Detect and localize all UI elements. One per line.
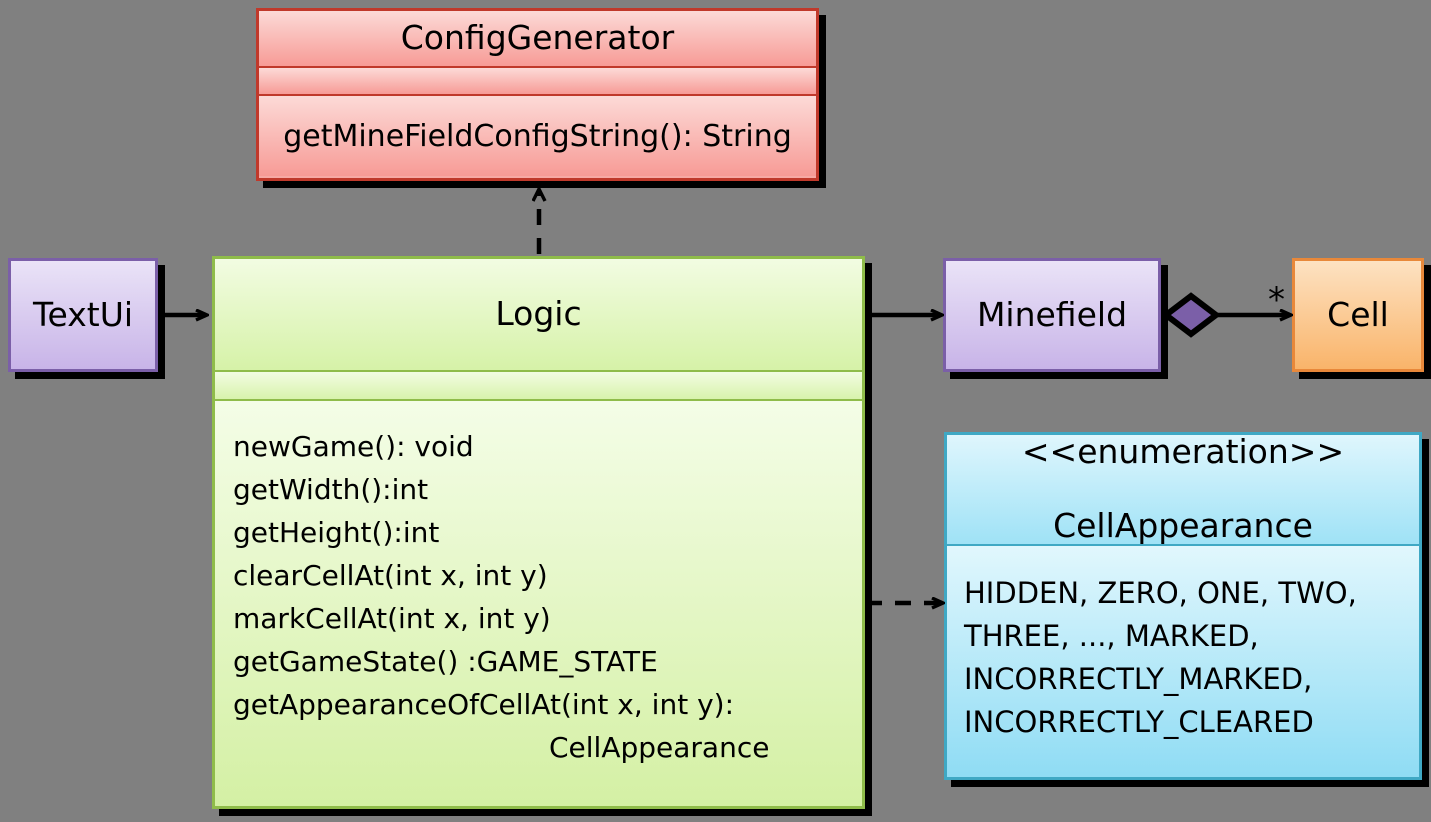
method-item: clearCellAt(int x, int y) [233, 559, 548, 592]
class-box-cellappearance[interactable]: <<enumeration>> CellAppearance HIDDEN, Z… [944, 432, 1422, 780]
class-name-textui: TextUi [32, 294, 134, 334]
enum-literal-line: INCORRECTLY_CLEARED [964, 705, 1314, 739]
class-name-minefield: Minefield [976, 294, 1128, 334]
class-box-minefield[interactable]: Minefield [943, 258, 1161, 372]
multiplicity-label-cell: * [1268, 280, 1285, 320]
method-item: getHeight():int [233, 516, 440, 549]
attributes-compartment-logic [215, 372, 862, 401]
class-box-logic[interactable]: Logic newGame(): void getWidth():int get… [212, 256, 865, 809]
composition-diamond-icon [1161, 292, 1221, 338]
methods-compartment-configgenerator: getMineFieldConfigString(): String [259, 96, 816, 176]
class-name-cell: Cell [1327, 294, 1389, 334]
method-item: markCellAt(int x, int y) [233, 602, 551, 635]
enum-literal-line: HIDDEN, ZERO, ONE, TWO, [964, 576, 1357, 610]
class-name-cellappearance: CellAppearance [1053, 505, 1313, 545]
class-box-cell[interactable]: Cell [1292, 258, 1424, 372]
enum-literal-line: THREE, ..., MARKED, [964, 619, 1259, 653]
method-item: newGame(): void [233, 430, 474, 463]
stereotype-label: <<enumeration>> [1021, 435, 1345, 472]
class-name-configgenerator: ConfigGenerator [259, 11, 816, 68]
literals-compartment-cellappearance: HIDDEN, ZERO, ONE, TWO, THREE, ..., MARK… [947, 546, 1419, 777]
method-item: getGameState() :GAME_STATE [233, 645, 658, 678]
method-item-continuation: CellAppearance [549, 731, 770, 764]
methods-compartment-logic: newGame(): void getWidth():int getHeight… [215, 401, 862, 806]
enum-literal-line: INCORRECTLY_MARKED, [964, 662, 1313, 696]
method-item: getAppearanceOfCellAt(int x, int y): [233, 688, 735, 721]
method-item: getWidth():int [233, 473, 429, 506]
class-box-textui[interactable]: TextUi [8, 258, 158, 372]
class-box-configgenerator[interactable]: ConfigGenerator getMineFieldConfigString… [256, 8, 819, 181]
enumeration-header-cellappearance: <<enumeration>> CellAppearance [947, 435, 1419, 546]
class-name-logic: Logic [215, 259, 862, 372]
attributes-compartment-configgenerator [259, 68, 816, 96]
